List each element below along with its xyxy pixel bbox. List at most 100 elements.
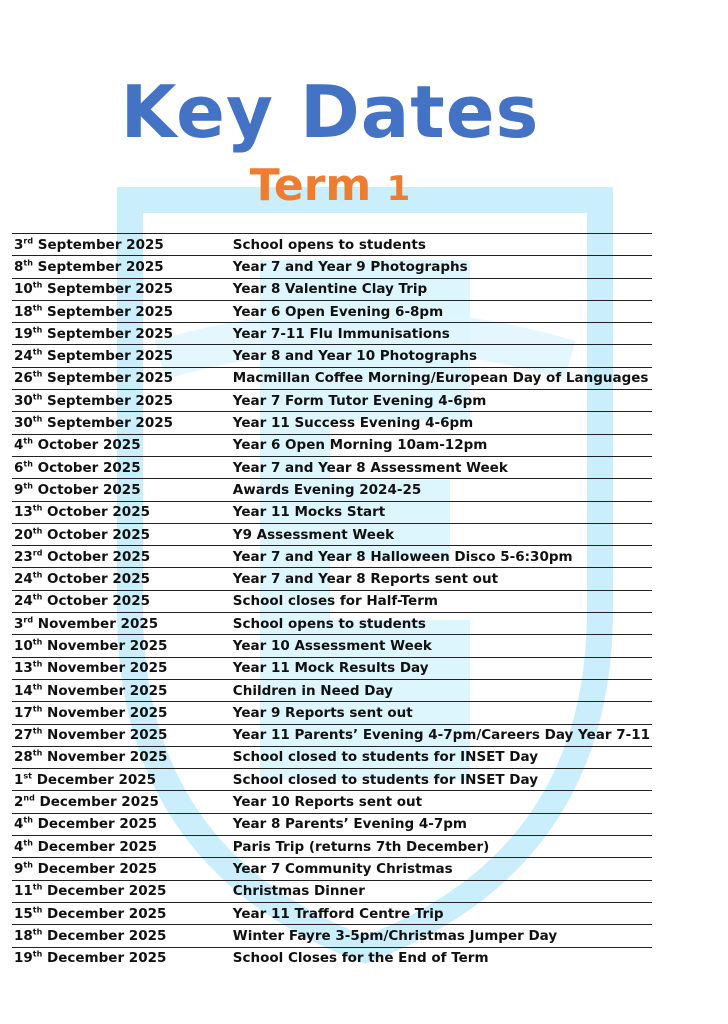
- date-cell: 11th December 2025: [12, 880, 231, 903]
- event-cell: School closes for Half-Term: [230, 590, 652, 614]
- event-cell: Year 9 Reports sent out: [230, 701, 652, 725]
- event-cell: Year 7 and Year 8 Halloween Disco 5-6:30…: [230, 545, 652, 569]
- date-cell: 26th September 2025: [12, 367, 231, 391]
- date-day: 6: [14, 459, 24, 476]
- date-day: 19: [14, 325, 33, 342]
- date-ordinal-suffix: th: [32, 570, 43, 580]
- date-month-year: September 2025: [47, 370, 174, 387]
- date-day: 24: [14, 348, 33, 365]
- date-ordinal-suffix: th: [23, 815, 33, 825]
- date-ordinal-suffix: th: [32, 503, 43, 513]
- date-month-year: December 2025: [37, 816, 157, 833]
- event-cell: Year 11 Mocks Start: [230, 501, 652, 524]
- event-cell: Winter Fayre 3-5pm/Christmas Jumper Day: [230, 924, 652, 948]
- date-ordinal-suffix: th: [32, 303, 43, 313]
- event-cell: Year 6 Open Morning 10am-12pm: [230, 434, 652, 457]
- term-number: 1: [386, 169, 411, 209]
- date-ordinal-suffix: th: [32, 659, 43, 669]
- event-cell: Christmas Dinner: [230, 880, 652, 903]
- date-ordinal-suffix: th: [32, 682, 43, 692]
- date-day: 10: [14, 281, 33, 298]
- date-ordinal-suffix: th: [32, 347, 43, 357]
- date-ordinal-suffix: th: [32, 325, 43, 335]
- date-day: 11: [14, 883, 33, 900]
- date-month-year: November 2025: [47, 749, 168, 766]
- event-cell: Year 7 Community Christmas: [230, 857, 652, 881]
- date-month-year: November 2025: [37, 615, 159, 632]
- date-cell: 23rd October 2025: [12, 545, 231, 569]
- date-day: 20: [14, 526, 33, 543]
- date-month-year: September 2025: [47, 325, 174, 342]
- event-cell: Year 7 Form Tutor Evening 4-6pm: [230, 389, 652, 413]
- event-cell: Paris Trip (returns 7th December): [230, 835, 652, 859]
- date-cell: 30th September 2025: [12, 389, 231, 413]
- date-month-year: November 2025: [47, 727, 168, 744]
- date-month-year: September 2025: [37, 258, 164, 275]
- date-ordinal-suffix: th: [32, 748, 43, 758]
- date-cell: 8th September 2025: [12, 255, 231, 279]
- date-day: 1: [14, 771, 24, 788]
- date-month-year: December 2025: [47, 927, 167, 944]
- date-ordinal-suffix: rd: [23, 236, 34, 246]
- date-cell: 27th November 2025: [12, 724, 231, 747]
- date-ordinal-suffix: th: [32, 280, 43, 290]
- date-ordinal-suffix: th: [23, 481, 33, 491]
- date-month-year: September 2025: [47, 348, 174, 365]
- event-cell: Year 6 Open Evening 6-8pm: [230, 300, 652, 324]
- event-cell: Year 8 Valentine Clay Trip: [230, 278, 652, 301]
- date-day: 17: [14, 704, 33, 721]
- date-month-year: December 2025: [39, 794, 159, 811]
- date-month-year: December 2025: [47, 883, 167, 900]
- date-ordinal-suffix: rd: [32, 548, 43, 558]
- date-ordinal-suffix: th: [32, 927, 43, 937]
- date-month-year: October 2025: [47, 593, 150, 610]
- date-day: 8: [14, 258, 24, 275]
- date-day: 2: [14, 794, 24, 811]
- date-month-year: October 2025: [47, 571, 150, 588]
- date-day: 26: [14, 370, 33, 387]
- term-subtitle: Term 1: [0, 158, 660, 217]
- date-cell: 3rd November 2025: [12, 612, 231, 636]
- date-month-year: December 2025: [47, 905, 167, 922]
- date-cell: 24th October 2025: [12, 590, 231, 614]
- date-month-year: October 2025: [37, 481, 141, 498]
- date-month-year: October 2025: [47, 504, 150, 521]
- event-cell: Year 7 and Year 8 Assessment Week: [230, 456, 652, 480]
- date-ordinal-suffix: th: [23, 459, 33, 469]
- date-cell: 14th November 2025: [12, 679, 231, 703]
- date-row: 9th October 2025 Awards Evening 2024-25: [12, 478, 652, 502]
- date-month-year: September 2025: [47, 415, 174, 432]
- date-ordinal-suffix: th: [32, 905, 43, 915]
- event-cell: School closed to students for INSET Day: [230, 746, 652, 770]
- date-ordinal-suffix: th: [32, 882, 43, 892]
- term-label: Term: [249, 160, 372, 211]
- date-month-year: October 2025: [37, 459, 141, 476]
- date-ordinal-suffix: th: [32, 704, 43, 714]
- date-day: 9: [14, 481, 24, 498]
- date-ordinal-suffix: th: [32, 637, 43, 647]
- date-day: 13: [14, 660, 33, 677]
- event-cell: Awards Evening 2024-25: [230, 478, 652, 502]
- date-month-year: September 2025: [37, 236, 164, 253]
- date-day: 18: [14, 927, 33, 944]
- date-cell: 4th December 2025: [12, 813, 231, 837]
- date-day: 23: [14, 548, 33, 565]
- event-cell: Children in Need Day: [230, 679, 652, 703]
